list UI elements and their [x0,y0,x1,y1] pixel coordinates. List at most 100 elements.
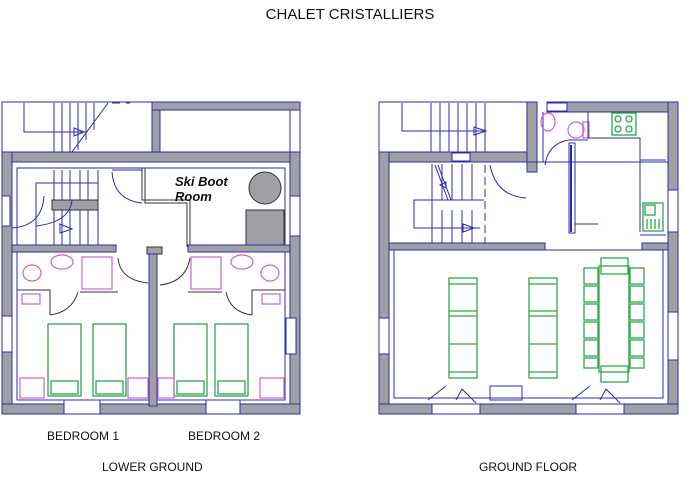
single-bed [214,323,249,397]
wall [1,151,13,415]
sofa-right [528,277,558,379]
bedroom-2-ensuite [159,254,285,316]
wall [289,151,301,415]
wall [526,101,538,173]
sofa-left [448,277,478,379]
pillar [146,246,163,255]
chair [629,267,645,285]
basin [261,293,281,305]
toilet [260,264,280,282]
nightstand [157,377,175,399]
chair [583,339,599,357]
plan-title: CHALET CRISTALLIERS [265,6,435,23]
sink [230,254,254,270]
window [667,189,679,233]
nightstand [127,377,149,399]
shower [81,256,113,290]
window [285,317,297,355]
window [63,399,101,415]
window [667,311,679,361]
bedroom-2-label: BEDROOM 2 [188,429,261,443]
french-window [431,403,481,415]
basin [21,293,41,305]
door-swing [225,291,253,316]
toilet [22,264,42,282]
toilet [567,121,585,139]
window [205,399,241,415]
window [378,317,390,355]
nightstand [19,377,45,399]
window [1,315,13,353]
door-swing [489,164,527,199]
stair-landing-wall [51,199,99,211]
window [289,195,301,237]
table-top [598,265,630,373]
wall [388,242,546,251]
window [1,195,11,227]
wall [148,253,158,407]
tv-unit [489,385,523,401]
chair [629,285,645,303]
ski-boot-room-label: Ski Boot [175,174,228,189]
interior-stairs [413,164,527,243]
sink [50,254,74,270]
lower-ground-plan: Ski Boot Room [1,101,301,415]
bedroom-1-beds [19,323,149,399]
wall [378,403,679,415]
french-window [575,403,625,415]
chair [583,303,599,321]
window [546,102,568,112]
exterior-stairs [401,103,488,152]
wall [667,101,679,415]
single-bed [47,323,82,397]
door-swing [117,257,149,284]
shower [190,256,222,290]
single-bed [92,323,127,397]
door-swing [49,291,79,316]
lower-ground-caption: LOWER GROUND [102,460,203,474]
window [451,152,471,162]
kitchen-partition [568,142,576,234]
ski-room-door-swing [111,171,143,204]
hand-basin [540,112,556,132]
chair [583,285,599,303]
wall [151,101,301,111]
interior-stairs [11,170,99,245]
boiler-tank [248,171,282,205]
chair [583,357,599,369]
kitchen [575,112,666,236]
door-swing [159,257,191,286]
chair [629,321,645,339]
ground-floor-caption: GROUND FLOOR [479,460,578,474]
bedroom-1-label: BEDROOM 1 [47,429,120,443]
chair [629,339,645,357]
ski-room-partition [141,168,191,247]
chair [629,303,645,321]
wall [378,151,390,415]
window [289,109,301,153]
chair [583,321,599,339]
chair [600,257,629,275]
chair [629,357,645,369]
wc [537,112,590,234]
single-bed [173,323,208,397]
nightstand [259,377,285,399]
hob [611,112,637,136]
bedroom-2-beds [157,323,285,399]
exterior-stairs [23,102,130,153]
kitchen-sink [642,202,664,232]
upper-area-outline [378,101,528,153]
ground-floor-plan [378,101,679,415]
chair [600,365,629,383]
wall [11,244,117,253]
door-swing [544,139,569,166]
boiler-unit [245,209,285,247]
dining-table [583,257,645,383]
interior-outline [388,161,669,405]
chair [583,267,599,285]
wall [1,151,301,163]
wall [187,244,291,253]
ski-boot-room-label: Room [175,189,212,204]
wall [641,242,669,251]
